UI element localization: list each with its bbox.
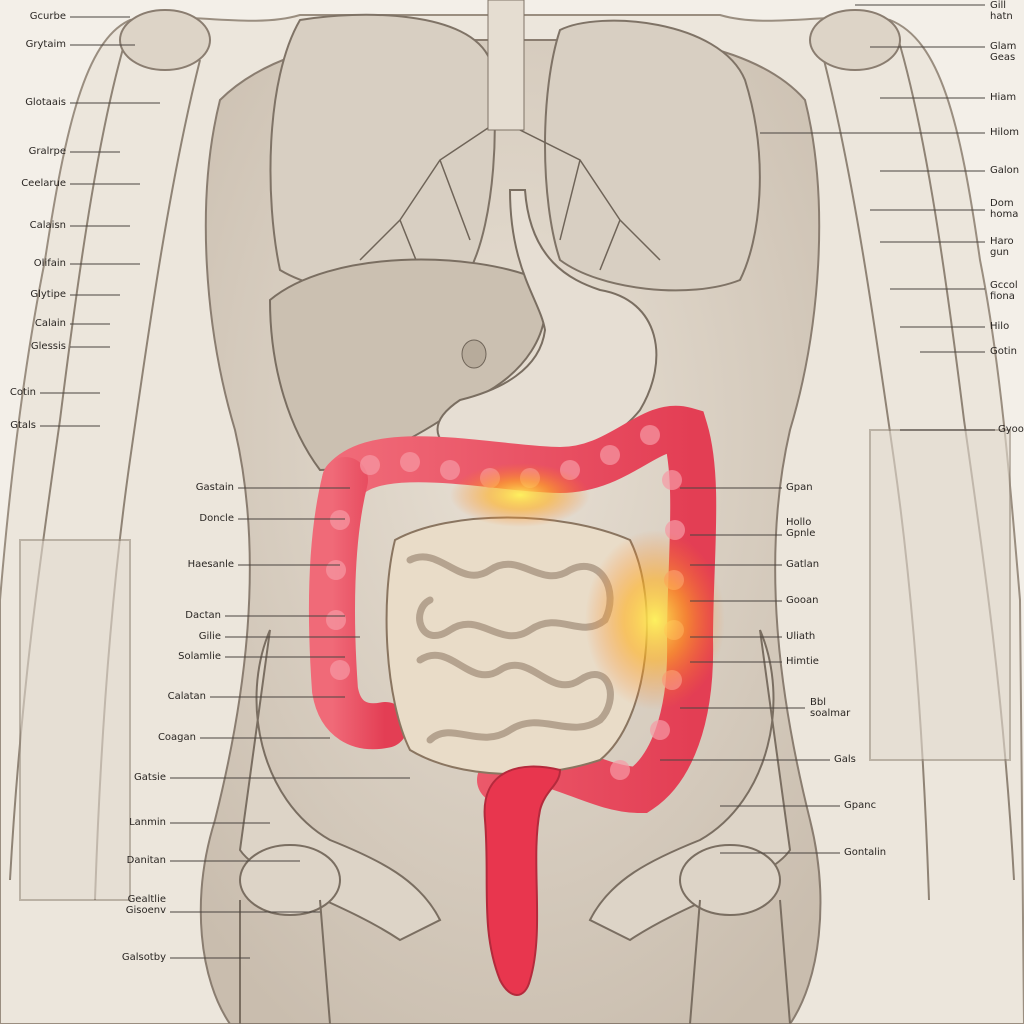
leader-lines-center-left [170, 487, 410, 959]
label-center-right-9: Gpanc [844, 800, 877, 811]
rectum [483, 765, 562, 996]
label-right-1: Gill hatn [990, 0, 1013, 22]
label-center-right-3: Gatlan [786, 559, 820, 570]
label-right-4: Hilom [990, 127, 1019, 138]
label-left-1: Gcurbe [29, 11, 66, 22]
label-center-left-4: Dactan [185, 610, 221, 621]
hotspot-descending [585, 530, 725, 710]
right-shoulder [809, 9, 901, 71]
left-arm [9, 24, 201, 901]
label-right-6: Dom homa [990, 198, 1019, 220]
leader-lines-center-right [660, 487, 840, 854]
label-left-4: Gralrpe [28, 146, 66, 157]
gallbladder [461, 339, 487, 369]
label-left-9: Calain [34, 318, 66, 329]
label-center-left-8: Coagan [157, 732, 196, 743]
label-left-11: Cotin [9, 387, 36, 398]
label-right-11: Gyool [998, 424, 1024, 435]
label-right-10: Gotin [990, 346, 1017, 357]
right-lung [544, 19, 761, 292]
label-center-right-10: Gontalin [844, 847, 887, 858]
label-left-12: Gtals [10, 420, 36, 431]
label-center-left-9: Gatsie [134, 772, 166, 783]
label-center-right-8: Gals [834, 754, 856, 765]
label-center-left-5: Gilie [198, 631, 221, 642]
trachea [487, 0, 525, 131]
label-center-right-1: Gpan [786, 482, 813, 493]
leader-lines-left [40, 16, 160, 427]
pelvis [238, 629, 792, 1024]
label-right-7: Haro gun [990, 236, 1014, 258]
label-center-left-1: Gastain [195, 482, 234, 493]
label-center-left-7: Calatan [167, 691, 206, 702]
label-left-3: Glotaais [25, 97, 66, 108]
label-right-8: Gccol fiona [990, 280, 1018, 302]
label-center-left-2: Doncle [199, 513, 234, 524]
label-center-left-13: Galsotby [121, 952, 166, 963]
leader-lines-right [760, 4, 995, 431]
label-center-left-11: Danitan [126, 855, 166, 866]
label-left-2: Grytaim [25, 39, 66, 50]
label-left-5: Ceelarue [21, 178, 66, 189]
left-lung [269, 13, 496, 294]
label-center-left-10: Lanmin [129, 817, 166, 828]
label-right-5: Galon [990, 165, 1020, 176]
label-center-right-6: Himtie [786, 656, 819, 667]
label-center-right-2: Hollo Gpnle [786, 517, 816, 539]
label-center-right-5: Uliath [786, 631, 816, 642]
label-center-right-7: Bbl soalmar [810, 697, 851, 719]
left-shoulder [119, 9, 211, 71]
right-arm [823, 24, 1015, 901]
hotspot-transverse [450, 463, 590, 527]
label-center-left-6: Solamlie [178, 651, 221, 662]
label-center-right-4: Gooan [786, 595, 819, 606]
label-left-7: Olifain [33, 258, 66, 269]
label-right-3: Hiam [990, 92, 1017, 103]
label-right-2: Glam Geas [990, 41, 1017, 63]
label-left-8: Glytipe [30, 289, 66, 300]
label-center-left-12: Gealtlie Gisoenv [125, 894, 166, 916]
label-left-6: Calaisn [29, 220, 66, 231]
label-right-9: Hilo [990, 321, 1010, 332]
label-center-left-3: Haesanle [187, 559, 234, 570]
label-left-10: Glessis [30, 341, 66, 352]
